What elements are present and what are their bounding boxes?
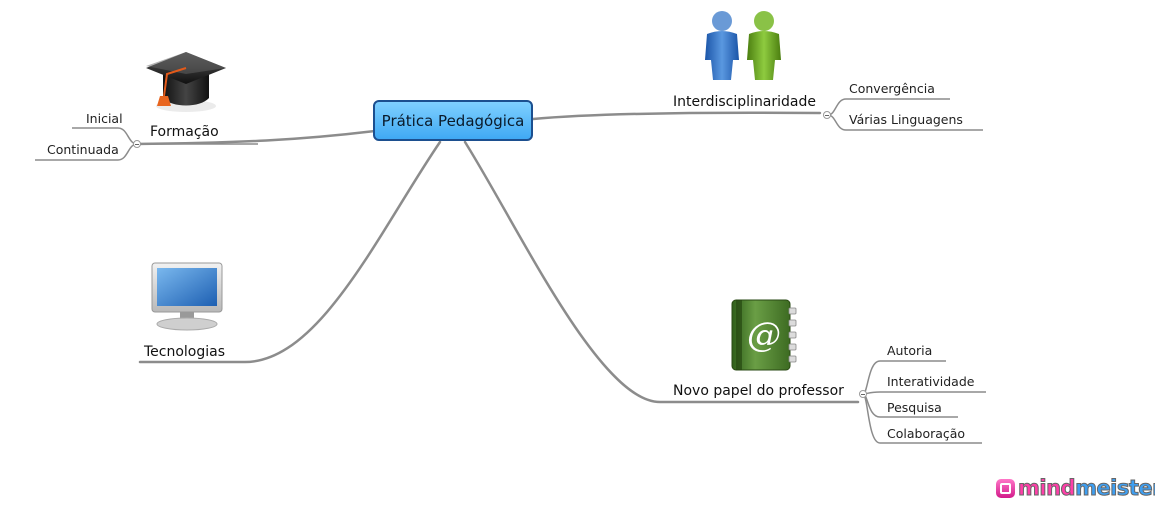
svg-text:@: @: [747, 315, 781, 355]
monitor-icon: [151, 262, 223, 331]
subtopic-pesquisa[interactable]: Pesquisa: [887, 400, 942, 415]
subtopic-continuada[interactable]: Continuada: [47, 142, 119, 157]
topic-formacao[interactable]: Formação: [150, 124, 219, 140]
people-icon: [705, 11, 781, 80]
mindmeister-logo[interactable]: mindmeister: [996, 476, 1155, 501]
central-topic-label: Prática Pedagógica: [381, 111, 525, 130]
subtopic-inicial[interactable]: Inicial: [86, 111, 123, 126]
logo-text-meister: meister: [1075, 476, 1155, 501]
logo-text-mind: mind: [1017, 476, 1076, 501]
subtopic-varias-linguagens[interactable]: Várias Linguagens: [849, 112, 963, 127]
mindmeister-logo-text: mindmeister: [1017, 476, 1155, 501]
subtopic-colaboracao[interactable]: Colaboração: [887, 426, 966, 441]
subtopic-autoria[interactable]: Autoria: [887, 343, 933, 358]
connector-tecnologias: [138, 140, 442, 364]
connector-interatividade: [862, 391, 986, 395]
address-book-icon: @: [731, 299, 797, 371]
collapse-novo-papel-toggle[interactable]: [859, 390, 867, 398]
mindmeister-logo-mark-icon: [996, 478, 1015, 498]
topic-tecnologias[interactable]: Tecnologias: [144, 344, 226, 360]
subtopic-convergencia[interactable]: Convergência: [849, 81, 935, 96]
graduation-cap-icon: [146, 52, 226, 112]
subtopic-interatividade[interactable]: Interatividade: [887, 374, 975, 389]
collapse-interdisciplinaridade-toggle[interactable]: [823, 111, 831, 119]
central-topic-node[interactable]: Prática Pedagógica: [373, 100, 533, 141]
topic-interdisciplinaridade[interactable]: Interdisciplinaridade: [673, 94, 817, 110]
collapse-formacao-toggle[interactable]: [133, 140, 141, 148]
connector-interdisciplinaridade: [531, 111, 822, 121]
connector-novo-papel: [463, 140, 860, 404]
topic-novo-papel-do-professor[interactable]: Novo papel do professor: [673, 383, 844, 399]
